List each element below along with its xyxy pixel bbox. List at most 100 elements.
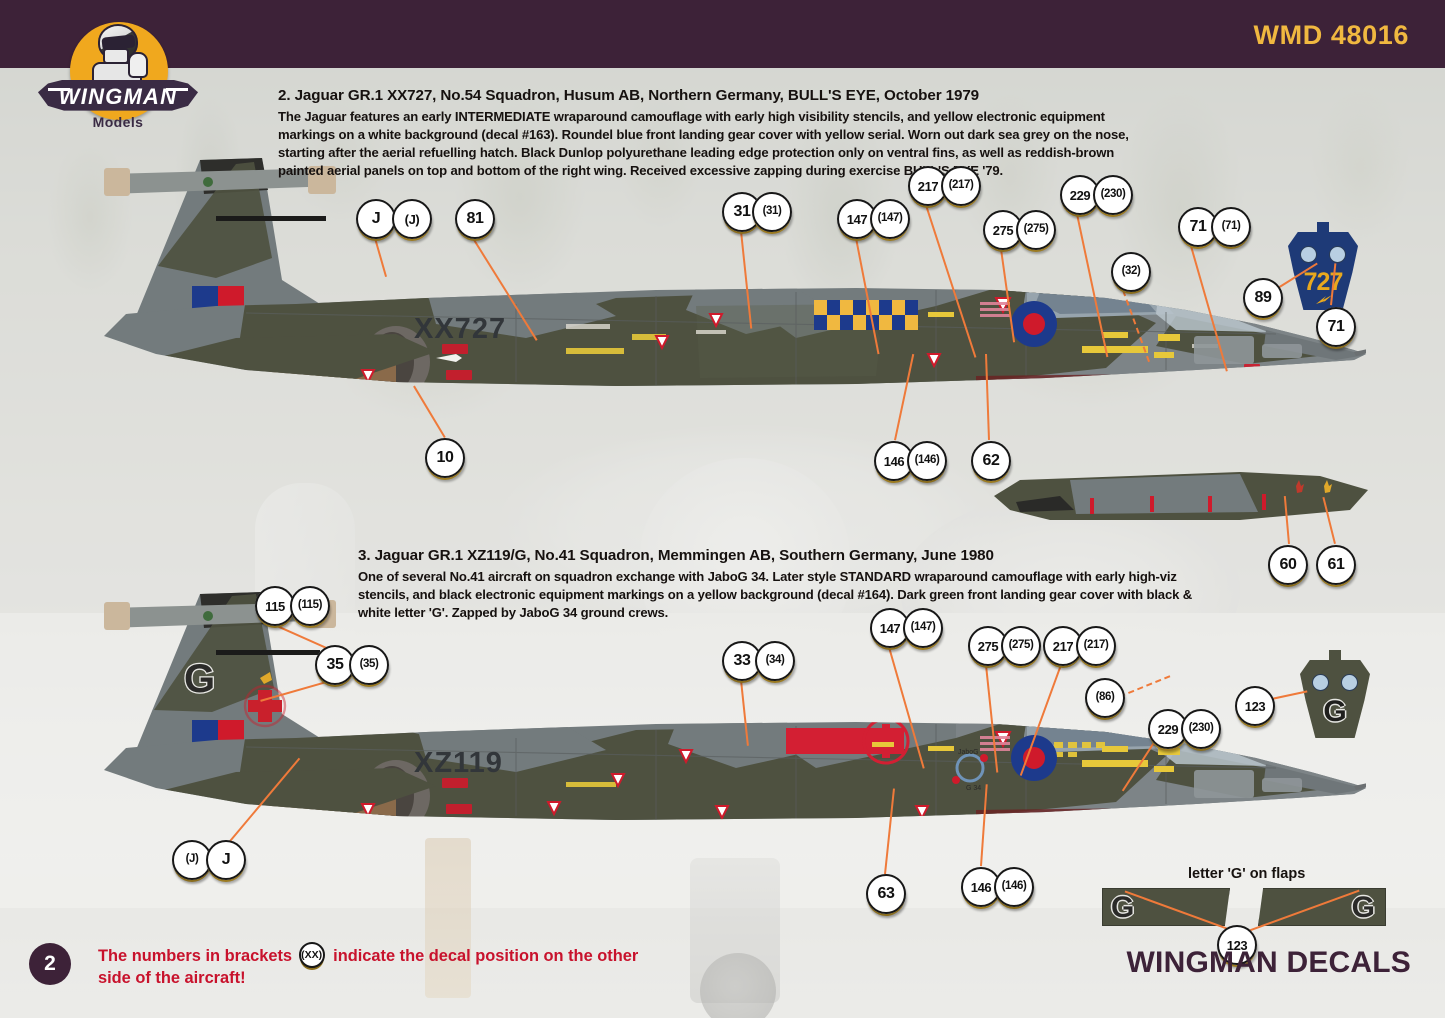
callout-label: (J) xyxy=(185,853,199,866)
callout-marker[interactable]: 71 xyxy=(1316,307,1356,347)
callout-marker[interactable]: (217) xyxy=(941,166,981,206)
callout-pin: (115) xyxy=(290,586,330,626)
callout-label: 35 xyxy=(326,656,344,673)
callout-marker[interactable]: 115 xyxy=(255,586,295,626)
callout-pin: 123 xyxy=(1217,925,1257,965)
bracket-note-part1: The numbers in brackets xyxy=(98,947,293,965)
header-bar: WMD 48016 xyxy=(0,0,1445,68)
callout-pin: (217) xyxy=(1076,626,1116,666)
svg-text:G 34: G 34 xyxy=(966,785,981,792)
callout-marker[interactable]: (31) xyxy=(752,192,792,232)
callout-marker[interactable]: (217) xyxy=(1076,626,1116,666)
wingman-models-logo: WINGMAN Models xyxy=(38,18,198,142)
callout-label: 217 xyxy=(917,178,939,194)
callout-label: (147) xyxy=(877,212,903,225)
callout-marker[interactable]: (147) xyxy=(903,608,943,648)
callout-label: 115 xyxy=(265,598,285,614)
callout-marker[interactable]: (146) xyxy=(907,441,947,481)
callout-label: (275) xyxy=(1023,223,1049,236)
callout-marker[interactable]: (35) xyxy=(349,645,389,685)
scheme-3-description: 3. Jaguar GR.1 XZ119/G, No.41 Squadron, … xyxy=(358,546,1228,622)
bracket-note-pin-label: (XX) xyxy=(298,942,325,968)
callout-marker[interactable]: J xyxy=(356,199,396,239)
callout-label: 89 xyxy=(1254,289,1272,306)
callout-pin: (86) xyxy=(1085,678,1125,718)
logo-wing-right xyxy=(166,88,188,91)
callout-marker[interactable]: (32) xyxy=(1111,252,1151,292)
callout-marker[interactable]: (86) xyxy=(1085,678,1125,718)
jaguar-xx727-side-profile: XX727 xyxy=(104,158,1366,386)
callout-label: (230) xyxy=(1100,188,1126,201)
callout-label: (35) xyxy=(359,658,379,671)
callout-label: (J) xyxy=(404,211,420,227)
scheme-2-description: 2. Jaguar GR.1 XX727, No.54 Squadron, Hu… xyxy=(278,86,1148,180)
callout-marker[interactable]: 123 xyxy=(1217,925,1257,965)
callout-label: (147) xyxy=(910,621,936,634)
callout-marker[interactable]: 10 xyxy=(425,438,465,478)
callout-label: 123 xyxy=(1244,698,1266,714)
callout-marker[interactable]: 63 xyxy=(866,874,906,914)
callout-pin: J xyxy=(206,840,246,880)
callout-marker[interactable]: 62 xyxy=(971,441,1011,481)
logo-wordmark: WINGMAN xyxy=(58,84,178,109)
callout-pin: 10 xyxy=(425,438,465,478)
callout-label: (86) xyxy=(1095,691,1115,704)
wing-planform-view xyxy=(994,472,1368,520)
callout-marker[interactable]: (115) xyxy=(290,586,330,626)
callout-marker[interactable]: (230) xyxy=(1093,175,1133,215)
callout-marker[interactable]: (146) xyxy=(994,867,1034,907)
callout-pin: (147) xyxy=(870,199,910,239)
callout-marker[interactable]: (147) xyxy=(870,199,910,239)
callout-label: 275 xyxy=(977,638,999,654)
bracket-note-part2: indicate the decal position on the other… xyxy=(98,947,639,988)
callout-marker[interactable]: (275) xyxy=(1016,210,1056,250)
callout-label: 71 xyxy=(1327,318,1345,335)
callout-marker[interactable]: 123 xyxy=(1235,686,1275,726)
callout-marker[interactable]: 81 xyxy=(455,199,495,239)
callout-marker[interactable]: (J) xyxy=(172,840,212,880)
callout-label: 33 xyxy=(733,652,751,669)
callout-marker[interactable]: 147 xyxy=(870,608,910,648)
callout-label: J xyxy=(221,851,231,868)
callout-marker[interactable]: 61 xyxy=(1316,545,1356,585)
callout-label: 147 xyxy=(879,620,901,636)
callout-marker[interactable]: (J) xyxy=(392,199,432,239)
callout-pin: (J) xyxy=(392,199,432,239)
callout-marker[interactable]: J xyxy=(206,840,246,880)
callout-label: (217) xyxy=(948,179,974,192)
scheme-2-body: The Jaguar features an early INTERMEDIAT… xyxy=(278,108,1129,178)
callout-pin: 123 xyxy=(1235,686,1275,726)
gear-lamp-right xyxy=(1341,674,1358,691)
scheme-3-body: One of several No.41 aircraft on squadro… xyxy=(358,568,1192,620)
callout-label: 229 xyxy=(1069,187,1091,203)
svg-text:XX727: XX727 xyxy=(414,313,506,345)
callout-label: (31) xyxy=(762,205,782,218)
flap-right-letter: G xyxy=(1351,891,1375,924)
callout-pin: (32) xyxy=(1111,252,1151,292)
scheme-2-title: 2. Jaguar GR.1 XX727, No.54 Squadron, Hu… xyxy=(278,87,980,104)
callout-marker[interactable]: 60 xyxy=(1268,545,1308,585)
callout-marker[interactable]: (34) xyxy=(755,641,795,681)
product-code: WMD 48016 xyxy=(1253,20,1409,50)
callout-pin: 62 xyxy=(971,441,1011,481)
callout-pin: 60 xyxy=(1268,545,1308,585)
callout-label: 71 xyxy=(1189,218,1207,235)
callout-marker[interactable]: (230) xyxy=(1181,709,1221,749)
callout-pin: (275) xyxy=(1016,210,1056,250)
callout-label: 146 xyxy=(883,453,905,469)
callout-label: 147 xyxy=(846,211,868,227)
callout-marker[interactable]: (71) xyxy=(1211,207,1251,247)
callout-label: 31 xyxy=(733,203,751,220)
callout-label: 229 xyxy=(1157,721,1179,737)
callout-marker[interactable]: (275) xyxy=(1001,626,1041,666)
callout-pin: (J) xyxy=(172,840,212,880)
callout-label: 275 xyxy=(992,222,1014,238)
flap-section-label: letter 'G' on flaps xyxy=(1188,866,1306,882)
callout-pin: 147 xyxy=(870,608,910,648)
page-number-badge: 2 xyxy=(29,943,71,985)
callout-label: 146 xyxy=(970,879,992,895)
callout-label: (146) xyxy=(1001,880,1027,893)
callout-label: (146) xyxy=(914,454,940,467)
callout-marker[interactable]: 89 xyxy=(1243,278,1283,318)
